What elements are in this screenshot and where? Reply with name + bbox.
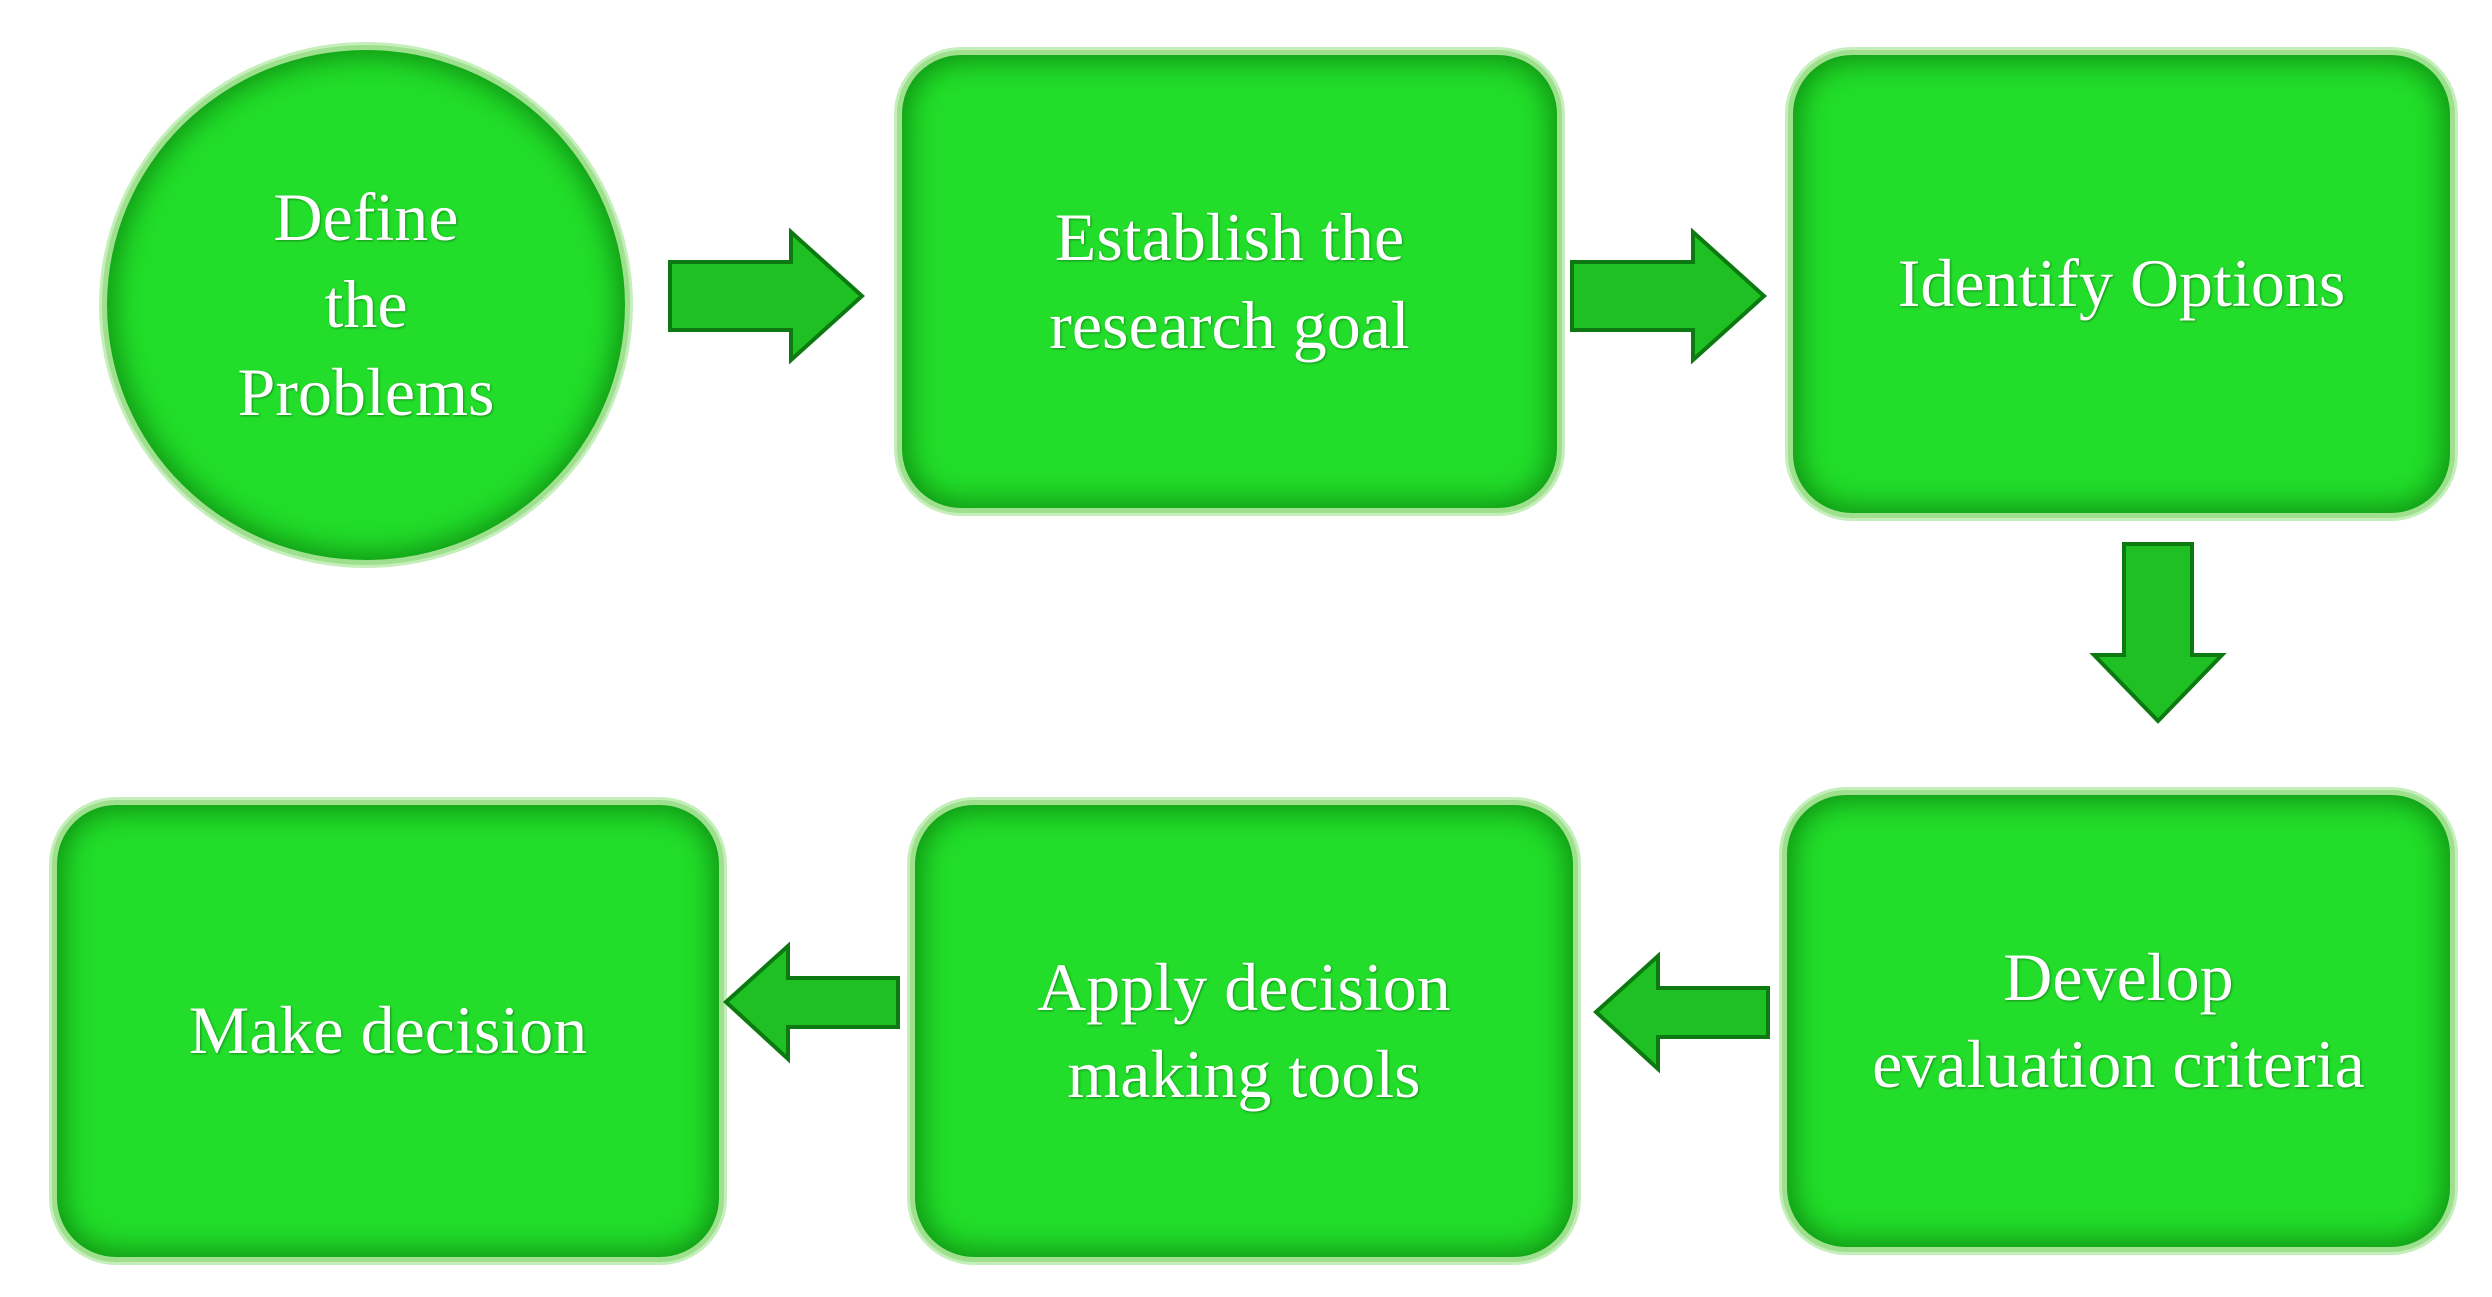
step-apply-decision-tools: Apply decision making tools [910, 800, 1578, 1262]
arrow-right-icon [1570, 227, 1767, 365]
arrow-down-icon [2089, 542, 2227, 724]
step-label: Establish the research goal [1049, 199, 1410, 363]
step-make-decision: Make decision [52, 800, 724, 1262]
step-develop-evaluation-criteria: Develop evaluation criteria [1782, 790, 2455, 1252]
step-establish-research-goal: Establish the research goal [897, 50, 1562, 513]
step-label: Identify Options [1897, 245, 2346, 322]
step-label: Make decision [188, 992, 588, 1069]
step-label: Develop evaluation criteria [1872, 938, 2365, 1102]
step-identify-options: Identify Options [1788, 50, 2455, 518]
arrow-left-icon [1593, 951, 1770, 1074]
step-label: Apply decision making tools [1037, 948, 1451, 1112]
step-label: Define the Problems [237, 179, 495, 430]
arrow-left-icon [723, 941, 900, 1064]
step-define-problems: Define the Problems [102, 45, 630, 565]
arrow-right-icon [668, 227, 865, 365]
